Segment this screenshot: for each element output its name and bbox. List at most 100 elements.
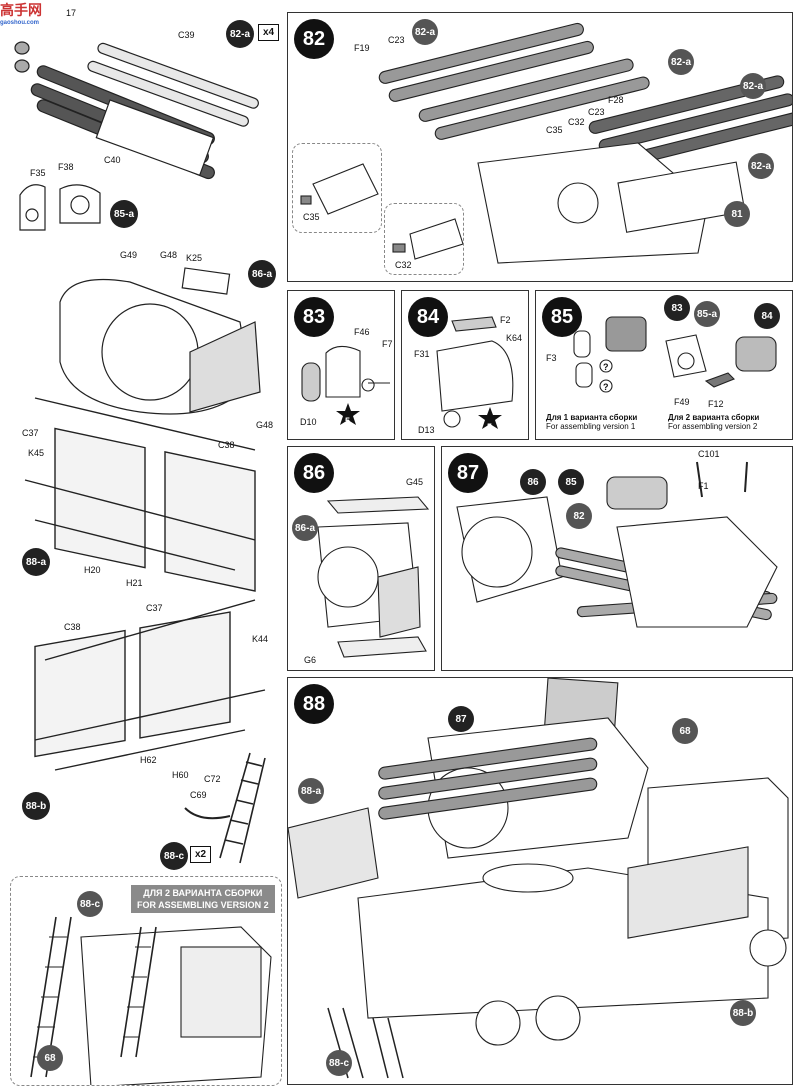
panel-step-83: 83 F46 F7 D10 5 [287,290,395,440]
part-88c-ladder-drawing [184,752,266,864]
part-h60: H60 [172,770,189,780]
part-86a-drawing [59,267,261,415]
part-c38-top: C38 [218,440,235,450]
version-2-en: For assembling version 2 [668,422,758,431]
assembly-87-drawing [456,461,778,628]
ref-88b: 88-b [730,1000,756,1026]
ref-68-main: 68 [672,718,698,744]
part-f2: F2 [500,315,511,325]
version-2-banner-ru: ДЛЯ 2 ВАРИАНТА СБОРКИ [143,888,263,898]
part-c32-inset: C32 [395,260,412,270]
subassembly-86a-badge: 86-a [248,260,276,288]
panel-step-88: 88 87 68 88-a 88-b 88-c [287,677,793,1085]
detail-c35-drawing [300,163,379,215]
part-17: 17 [66,8,77,18]
ref-85: 85 [558,469,584,495]
vehicle-88-drawing [288,678,789,1079]
part-c72: C72 [204,774,221,784]
part-f19: F19 [354,43,370,53]
part-88b-drawing [34,599,266,771]
panel-step-84: 84 F2 F31 K64 D13 5 [401,290,529,440]
ref-81: 81 [724,201,750,227]
part-f7: F7 [382,339,393,349]
ref-88c-inset: 88-c [77,891,103,917]
panel-step-86: 86 86-a G45 G6 [287,446,435,671]
part-f49: F49 [674,397,690,407]
step-84-badge: 84 [408,297,448,337]
detail-c35-inset: C35 [292,143,382,233]
assembly-84-drawing [436,316,514,429]
part-d13: D13 [418,425,435,435]
version-1-en: For assembling version 1 [546,422,636,431]
part-k45: K45 [28,448,45,458]
part-h62: H62 [140,755,157,765]
subassembly-88c-badge: 88-c [160,842,188,870]
part-k25: K25 [186,253,203,263]
part-f35: F35 [30,168,46,178]
part-c35-inset: C35 [303,212,320,222]
subassembly-85a-badge: 85-a [110,200,138,228]
detail-c32-drawing [392,218,463,260]
part-g45: G45 [406,477,424,487]
launcher-tubes-drawing [14,41,259,180]
svg-text:?: ? [603,382,609,392]
part-c23-left: C23 [388,35,405,45]
part-85a-drawing [19,184,101,231]
assembly-85-drawing: ? ? [573,316,777,393]
ref-83: 83 [664,295,690,321]
step-87-badge: 87 [448,453,488,493]
version-1-ru: Для 1 варианта сборки [546,413,638,422]
version-2-ru: Для 2 варианта сборки [668,413,760,422]
part-c40: C40 [104,155,121,165]
ref-82a-3: 82-a [740,73,766,99]
subassembly-88a-badge: 88-a [22,548,50,576]
ref-86a: 86-a [292,515,318,541]
svg-text:?: ? [603,362,609,372]
ref-68-inset: 68 [37,1045,63,1071]
assembly-83-drawing [301,345,390,425]
ref-88c-main: 88-c [326,1050,352,1076]
detail-c32-inset: C32 [384,203,464,275]
version-2-note: Для 2 варианта сборки For assembling ver… [668,413,759,431]
star-5-83: 5 [345,416,351,426]
turret-82-drawing [378,22,792,264]
subassembly-82a-badge: 82-a [226,20,254,48]
watermark-text: 高手网 [0,2,42,18]
ref-82a-4: 82-a [748,153,774,179]
part-c35-main: C35 [546,125,563,135]
ref-82a-2: 82-a [668,49,694,75]
part-f1: F1 [698,481,709,491]
part-c37-bottom: C37 [146,603,163,613]
part-d10: D10 [300,417,317,427]
part-h21: H21 [126,578,143,588]
version-1-note: Для 1 варианта сборки For assembling ver… [546,413,637,431]
watermark-logo: 高手网 gaoshou.com [0,0,42,26]
panel-step-82: 82 F19 C23 F28 C23 C35 C32 82-a 82-a 82-… [287,12,793,282]
panel-step-85: 85 83 85-a 84 F3 F49 F12 ? ? Для 1 вариа… [535,290,793,440]
multiplier-82a: x4 [258,24,280,41]
part-f38: F38 [58,162,74,172]
step-82-badge: 82 [294,19,334,59]
part-g48-bottom: G48 [256,420,274,430]
star-5-84: 5 [487,422,493,432]
part-c101: C101 [698,449,720,459]
step-85-badge: 85 [542,297,582,337]
assembly-86-drawing [317,496,430,658]
part-k44: K44 [252,634,269,644]
version-2-drawing [30,916,272,1085]
part-c37-top: C37 [22,428,39,438]
ref-84: 84 [754,303,780,329]
part-g6: G6 [304,655,317,665]
ref-85a: 85-a [694,301,720,327]
part-c69: C69 [190,790,207,800]
ref-82: 82 [566,503,592,529]
ref-87: 87 [448,706,474,732]
part-f3: F3 [546,353,557,363]
version-2-banner-en: FOR ASSEMBLING VERSION 2 [137,900,269,910]
part-k64: K64 [506,333,523,343]
step-86-badge: 86 [294,453,334,493]
part-c32-main: C32 [568,117,585,127]
step-88-badge: 88 [294,684,334,724]
part-h20: H20 [84,565,101,575]
part-88a-drawing [24,397,256,592]
